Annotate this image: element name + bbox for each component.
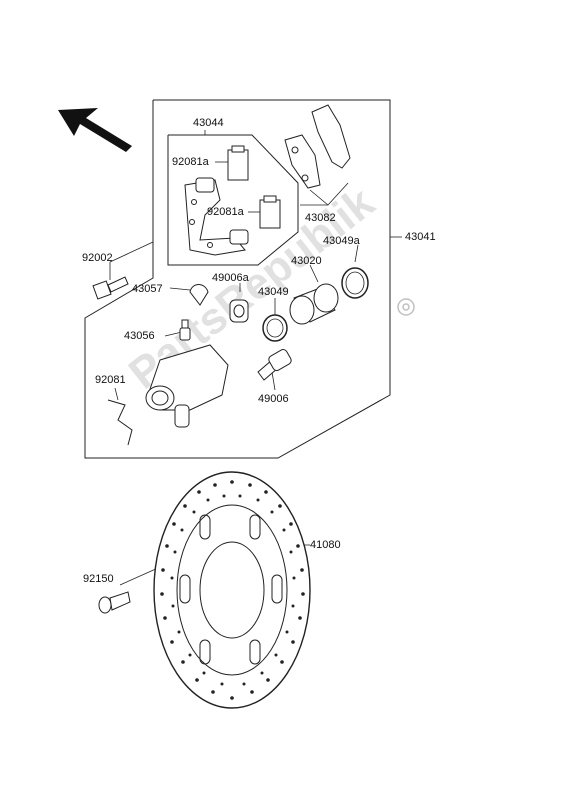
label-43020: 43020 [291, 255, 322, 267]
label-43082: 43082 [305, 212, 336, 224]
label-92081: 92081 [95, 374, 126, 386]
bolt-92002 [92, 276, 129, 300]
brake-pads [284, 104, 351, 189]
label-43044: 43044 [193, 117, 224, 129]
label-92150: 92150 [83, 573, 114, 585]
label-41080: 41080 [310, 539, 341, 551]
assembly-frame [84, 99, 391, 459]
leader-lines [109, 130, 402, 586]
arrow-up-left-icon [58, 108, 132, 152]
spring-92081 [107, 399, 133, 446]
caliper-bracket [184, 177, 249, 256]
seal-43049a [341, 267, 369, 299]
bolt-92150 [98, 591, 131, 614]
pad-clips [227, 145, 281, 229]
label-43056: 43056 [124, 330, 155, 342]
gear-logo-icon [397, 298, 415, 316]
caliper-body [145, 344, 229, 428]
label-43057: 43057 [132, 283, 163, 295]
cap-43057 [189, 284, 209, 306]
bracket-frame [167, 134, 299, 266]
label-49006a: 49006a [212, 272, 249, 284]
label-43041: 43041 [405, 231, 436, 243]
boot-49006a [229, 299, 249, 323]
label-92081a-lower: 92081a [207, 206, 244, 218]
label-92002: 92002 [82, 252, 113, 264]
label-92081a-upper: 92081a [172, 156, 209, 168]
brake-disc [153, 471, 311, 709]
label-49006: 49006 [258, 393, 289, 405]
label-43049a: 43049a [323, 235, 360, 247]
pin-49006 [257, 349, 292, 381]
piston-43020 [289, 283, 339, 325]
bleeder-43056 [179, 319, 191, 341]
label-43049: 43049 [258, 286, 289, 298]
seal-43049 [262, 314, 288, 342]
